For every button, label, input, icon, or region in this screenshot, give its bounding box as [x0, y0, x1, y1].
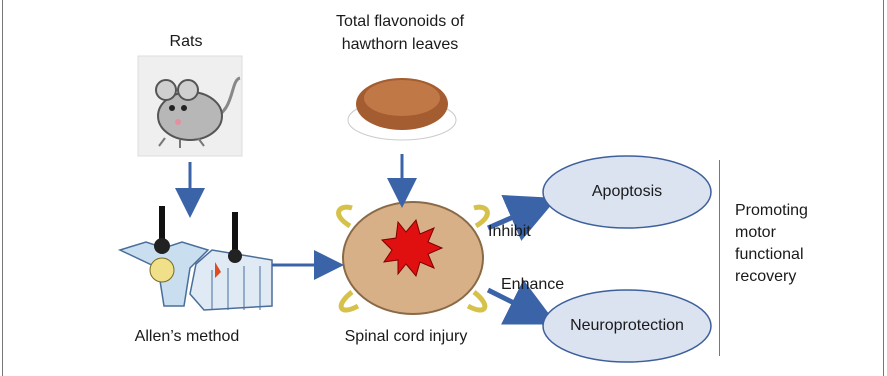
recovery-line-1: Promoting	[735, 200, 808, 222]
spinal-cord-image	[339, 202, 488, 314]
inhibit-label: Inhibit	[488, 221, 531, 243]
apoptosis-label: Apoptosis	[592, 183, 662, 201]
flavonoids-label-line1: Total flavonoids of	[336, 11, 464, 33]
allen-method-image	[120, 206, 272, 310]
rats-label: Rats	[170, 31, 203, 53]
outcome-divider	[719, 160, 720, 356]
neuroprotection-label: Neuroprotection	[570, 317, 684, 335]
hawthorn-powder-image	[348, 78, 456, 140]
recovery-line-3: functional	[735, 244, 804, 266]
recovery-line-4: recovery	[735, 266, 796, 288]
spinal-cord-injury-label: Spinal cord injury	[345, 326, 468, 348]
enhance-label: Enhance	[501, 274, 564, 296]
rat-image	[138, 56, 242, 156]
allen-method-label: Allen’s method	[135, 326, 240, 348]
flavonoids-label-line2: hawthorn leaves	[342, 34, 459, 56]
recovery-line-2: motor	[735, 222, 776, 244]
